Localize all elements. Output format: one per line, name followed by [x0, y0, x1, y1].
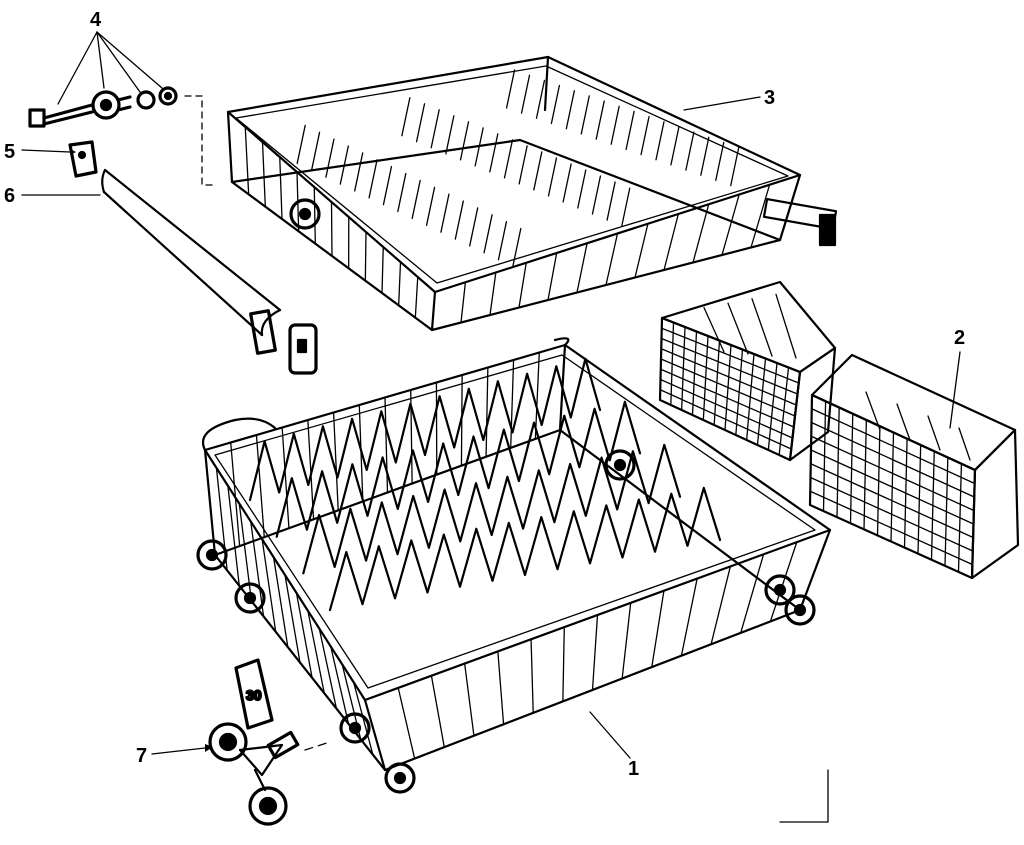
callout-5: 5	[4, 141, 76, 163]
callout-1-label: 1	[628, 758, 639, 780]
callout-1: 1	[589, 711, 639, 780]
washer	[158, 86, 178, 106]
callout-5-label: 5	[4, 141, 15, 163]
callout-7-label: 7	[136, 745, 147, 767]
callout-6-label: 6	[4, 185, 15, 207]
callout-2: 2	[949, 327, 965, 429]
lower-rack	[196, 337, 832, 794]
bolt	[28, 103, 94, 128]
callout-3: 3	[683, 87, 775, 111]
callout-4-label: 4	[90, 9, 102, 31]
callout-4: 4	[57, 9, 163, 105]
lower-rack-wheels	[196, 449, 816, 794]
washer	[136, 90, 156, 110]
callout-7: 7	[136, 744, 213, 767]
wheel-assembly: 30	[208, 658, 331, 826]
silverware-basket	[658, 280, 1020, 580]
callout-6: 6	[4, 185, 101, 207]
spacer	[91, 90, 132, 120]
callout-3-label: 3	[764, 87, 775, 109]
slide-rail	[101, 168, 318, 375]
callout-2-label: 2	[954, 327, 965, 349]
upper-rack	[226, 55, 838, 332]
hardware-parts	[28, 86, 318, 375]
svg-text:30: 30	[246, 687, 262, 703]
bracket	[68, 140, 98, 178]
